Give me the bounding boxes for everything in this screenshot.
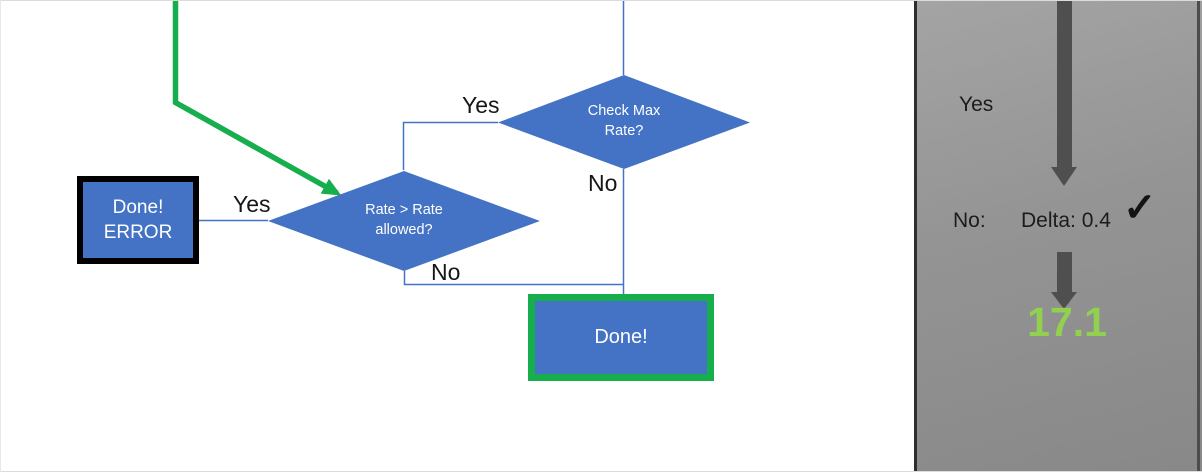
down-arrow-icon (1057, 252, 1072, 292)
connector-check-max-yes (402, 121, 498, 170)
checkmark-icon: ✓ (1123, 186, 1157, 230)
panel-right-edge (1197, 1, 1200, 471)
rate-allowed-yes-label: Yes (233, 191, 271, 217)
side-panel: Yes No: Delta: 0.4 ✓ 17.1 (914, 1, 1202, 471)
check-max-rate-label: Check Max Rate? (587, 103, 661, 139)
rate-allowed-no-label: No (431, 259, 461, 285)
check-max-no-label: No (588, 170, 618, 196)
green-highlight-arrow[interactable] (172, 1, 342, 196)
check-max-yes-label: Yes (462, 92, 500, 118)
panel-no-label: No: (953, 209, 986, 232)
done-error-line1: Done! (112, 197, 164, 218)
done-box-label: Done! (594, 326, 648, 348)
done-error-box[interactable]: Done! ERROR (77, 176, 199, 264)
done-box[interactable]: Done! (528, 294, 714, 381)
result-value: 17.1 (1027, 299, 1107, 345)
down-arrow-head-icon (1051, 167, 1077, 186)
panel-delta-value: Delta: 0.4 (1021, 209, 1111, 232)
down-arrow-head-icon (1051, 292, 1077, 309)
done-error-line2: ERROR (103, 222, 173, 243)
down-arrow-icon (1057, 1, 1072, 167)
decision-diamond-rate-allowed[interactable] (268, 171, 540, 271)
connector-rate-allowed-no (403, 271, 623, 286)
panel-yes-label: Yes (959, 93, 994, 116)
decision-diamond-check-max[interactable] (498, 75, 750, 169)
rate-allowed-label: Rate > Rate allowed? (365, 202, 443, 238)
